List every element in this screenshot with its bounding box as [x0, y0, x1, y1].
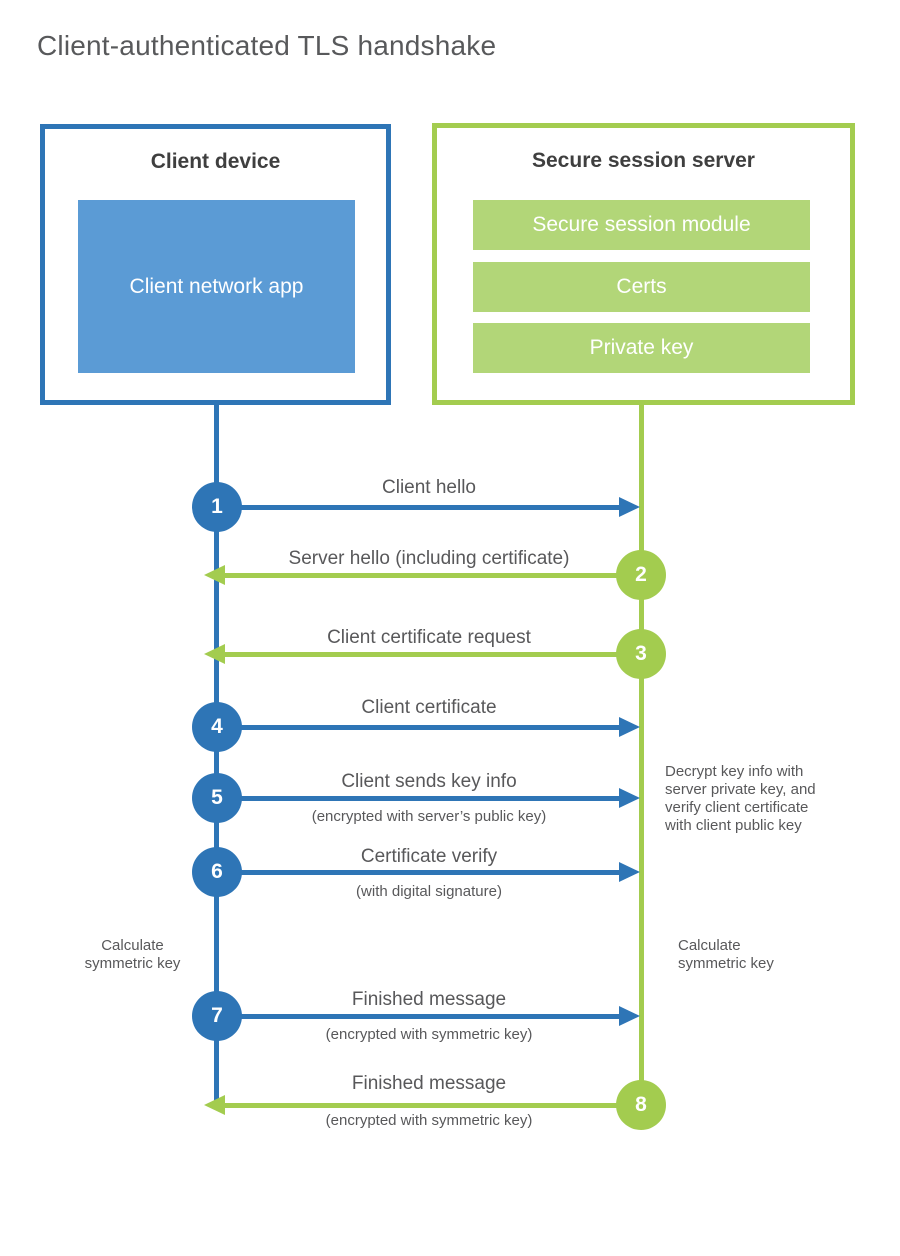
client-network-app-module: Client network app	[78, 200, 355, 373]
step-8-circle: 8	[616, 1080, 666, 1130]
diagram-title: Client-authenticated TLS handshake	[37, 30, 497, 61]
step-7-circle: 7	[192, 991, 242, 1041]
server-module-private-key: Private key	[473, 323, 810, 373]
step-5-sublabel: (encrypted with server’s public key)	[311, 808, 547, 825]
step-5-label: Client sends key info	[341, 771, 517, 792]
step-8-arrow-left-icon	[204, 1095, 225, 1115]
step-3-arrow-line	[225, 652, 641, 657]
step-8-number: 8	[635, 1093, 647, 1116]
client-device-title: Client device	[150, 150, 281, 173]
note-calculate-symmetric-key-server: Calculate symmetric key	[678, 937, 774, 972]
step-3-number: 3	[635, 642, 647, 665]
step-8-sublabel: (encrypted with symmetric key)	[325, 1112, 533, 1129]
step-5-arrow-line	[217, 796, 619, 801]
step-6-number: 6	[211, 860, 223, 883]
step-3-circle: 3	[616, 629, 666, 679]
step-7-arrow-right-icon	[619, 1006, 640, 1026]
step-7-sublabel: (encrypted with symmetric key)	[325, 1026, 533, 1043]
step-6-arrow-line	[217, 870, 619, 875]
step-6-sublabel: (with digital signature)	[356, 883, 502, 900]
step-3-label: Client certificate request	[327, 627, 531, 648]
server-lifeline	[639, 405, 644, 1105]
step-6-label: Certificate verify	[360, 846, 498, 867]
step-2-label: Server hello (including certificate)	[288, 548, 570, 569]
step-2-number: 2	[635, 563, 647, 586]
server-module-certs: Certs	[473, 262, 810, 312]
step-5-arrow-right-icon	[619, 788, 640, 808]
server-title: Secure session server	[532, 149, 755, 172]
step-7-arrow-line	[217, 1014, 619, 1019]
step-8-arrow-line	[225, 1103, 641, 1108]
note-decrypt-key-info: Decrypt key info with server private key…	[665, 763, 816, 834]
step-1-circle: 1	[192, 482, 242, 532]
server-module-secure-session: Secure session module	[473, 200, 810, 250]
step-6-arrow-right-icon	[619, 862, 640, 882]
step-2-arrow-line	[225, 573, 641, 578]
step-4-circle: 4	[192, 702, 242, 752]
step-2-arrow-left-icon	[204, 565, 225, 585]
step-8-label: Finished message	[351, 1073, 507, 1094]
step-6-circle: 6	[192, 847, 242, 897]
step-2-circle: 2	[616, 550, 666, 600]
step-4-number: 4	[211, 715, 223, 738]
note-calculate-symmetric-key-client: Calculate symmetric key	[84, 937, 181, 972]
step-1-number: 1	[211, 495, 223, 518]
step-5-number: 5	[211, 786, 223, 809]
step-1-arrow-line	[217, 505, 619, 510]
step-7-number: 7	[211, 1004, 223, 1027]
step-4-label: Client certificate	[361, 697, 497, 718]
step-4-arrow-right-icon	[619, 717, 640, 737]
client-lifeline	[214, 405, 219, 1108]
step-7-label: Finished message	[351, 989, 507, 1010]
step-5-circle: 5	[192, 773, 242, 823]
step-1-arrow-right-icon	[619, 497, 640, 517]
step-3-arrow-left-icon	[204, 644, 225, 664]
step-4-arrow-line	[217, 725, 619, 730]
step-1-label: Client hello	[382, 477, 476, 498]
